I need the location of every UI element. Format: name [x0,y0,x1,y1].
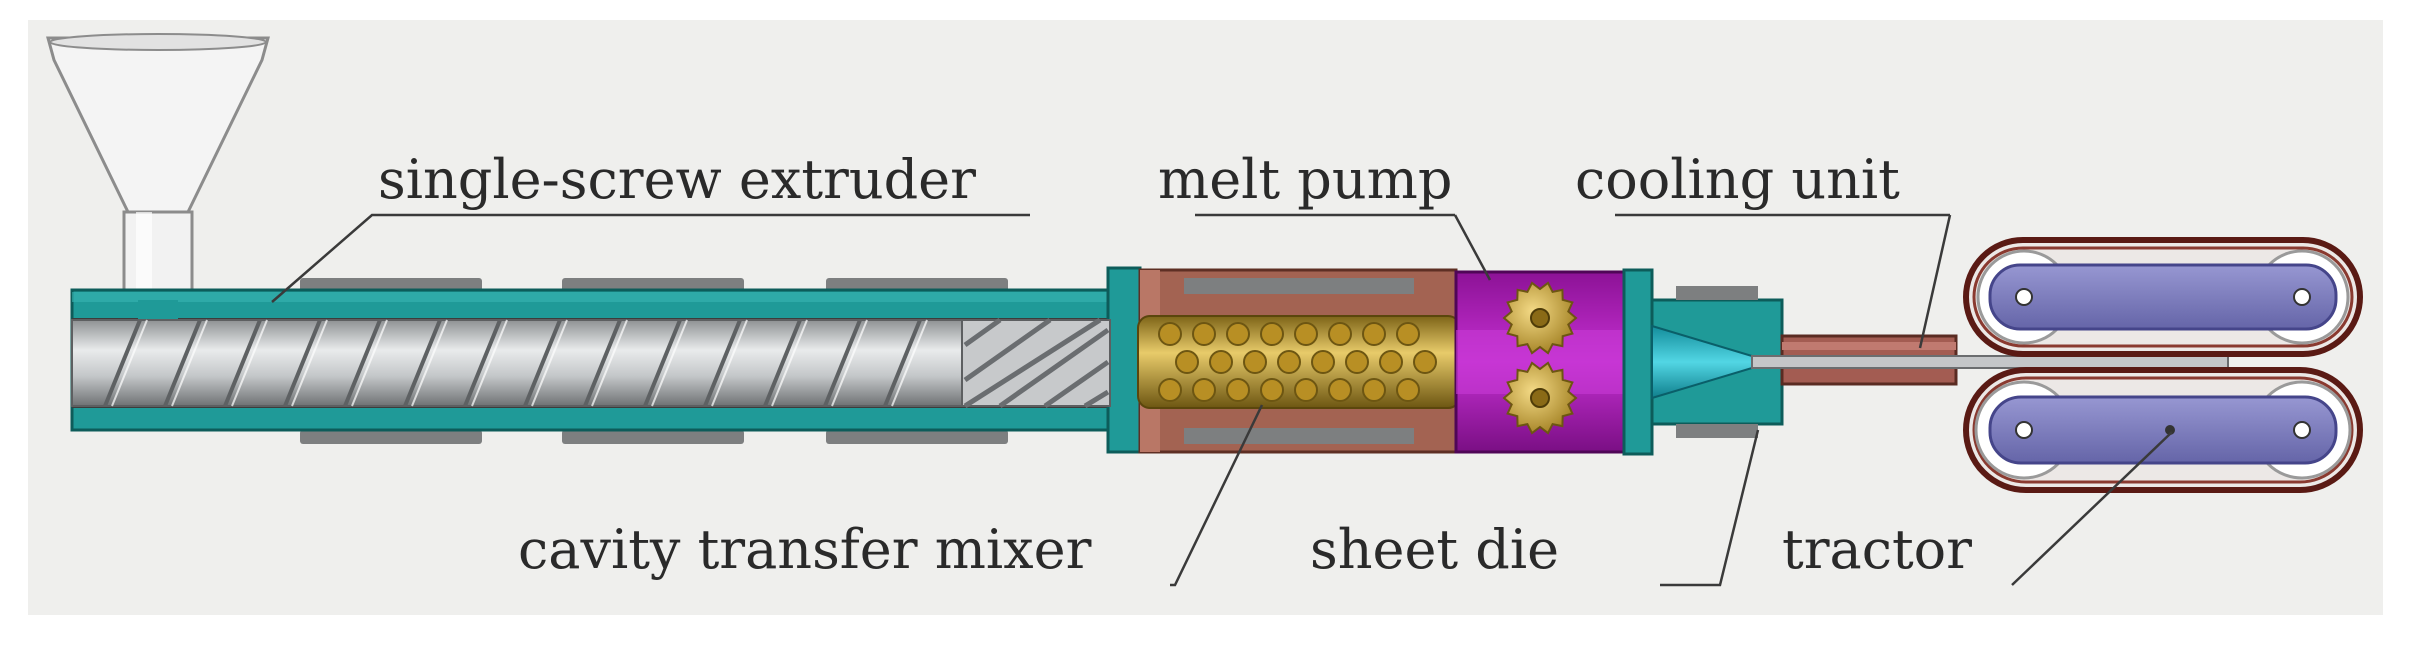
tractor-upper-belt [1963,237,2363,357]
mixer-cavity [1277,350,1301,374]
mixer-cavity [1396,378,1420,402]
single-screw-extruder [46,33,1142,454]
label-cooling-unit: cooling unit [1575,148,1900,211]
screw [71,317,1111,409]
mixer-cavity [1209,350,1233,374]
mixer-cavity [1192,378,1216,402]
mixer-cavity [1158,322,1182,346]
mixer-cavity [1226,322,1250,346]
mixer-cavity [1243,350,1267,374]
melt-pump [1454,270,1626,454]
mixer-cavity [1260,378,1284,402]
tractor-lower-belt [1963,367,2363,493]
leader-lines [271,213,2173,587]
labels: single-screw extruder melt pump cooling … [378,148,1972,581]
mixer-cavity [1413,350,1437,374]
extruded-sheet [1751,355,2229,369]
hopper [46,33,270,306]
mixer-cavities [1158,322,1437,402]
cavity-transfer-mixer [1137,268,1461,454]
mixer-cavity [1260,322,1284,346]
mixer-cavity [1328,322,1352,346]
sheet-die [1622,268,1784,456]
tractor-lower-arm [1988,395,2338,465]
label-melt-pump: melt pump [1158,148,1452,211]
mixer-cavity [1328,378,1352,402]
mixer-cavity [1158,378,1182,402]
pump-gear-lower [1502,361,1578,435]
label-cavity-transfer-mixer: cavity transfer mixer [518,518,1092,581]
mixer-cavity [1294,322,1318,346]
mixer-cavity [1362,322,1386,346]
tractor [1963,237,2363,493]
mixer-cavity [1192,322,1216,346]
mixer-cavity [1396,322,1420,346]
mixer-cavity [1345,350,1369,374]
mixer-cavity [1362,378,1386,402]
mixer-cavity [1175,350,1199,374]
mixer-cavity [1294,378,1318,402]
mixer-cavity [1311,350,1335,374]
feed-throat [138,300,178,320]
label-tractor: tractor [1782,518,1972,581]
mixer-cavity [1226,378,1250,402]
tractor-upper-arm [1988,263,2338,331]
mixer-cavity [1379,350,1403,374]
pump-gear-upper [1502,281,1578,355]
label-sheet-die: sheet die [1310,518,1559,581]
label-single-screw-extruder: single-screw extruder [378,148,976,211]
